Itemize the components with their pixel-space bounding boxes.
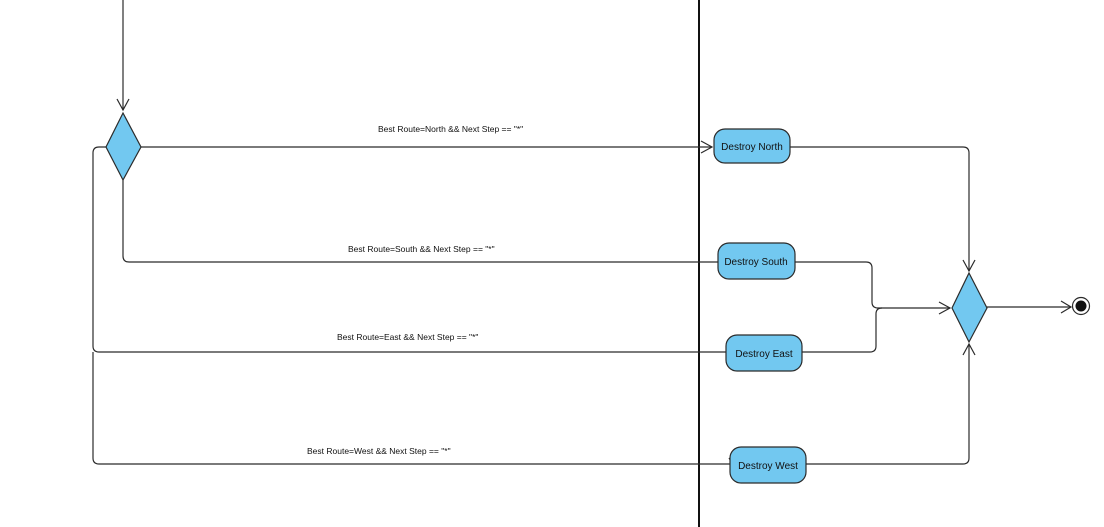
action-destroy-west-label: Destroy West	[738, 461, 798, 472]
incoming-flow-arrowhead	[116, 98, 130, 112]
action-destroy-north-label: Destroy North	[721, 142, 783, 153]
merge-flow-west	[806, 344, 970, 465]
flow-east	[92, 146, 726, 353]
merge-node	[951, 271, 988, 344]
flow-south	[122, 180, 718, 263]
merge-flow-east	[802, 307, 883, 353]
flow-north-arrowhead	[700, 140, 714, 154]
merge-flow-side-arrowhead	[938, 301, 952, 315]
action-destroy-north: Destroy North	[713, 128, 791, 164]
merge-flow-south	[795, 261, 950, 309]
action-destroy-east-label: Destroy East	[735, 349, 792, 360]
merge-flow-north	[790, 146, 970, 271]
action-destroy-south-label: Destroy South	[724, 257, 787, 268]
action-destroy-south: Destroy South	[717, 242, 796, 280]
guard-north: Best Route=North && Next Step == "*"	[378, 124, 523, 134]
guard-south: Best Route=South && Next Step == "*"	[348, 244, 495, 254]
flow-west	[92, 352, 730, 465]
action-destroy-west: Destroy West	[729, 446, 807, 484]
final-flow-arrowhead	[1060, 300, 1073, 314]
decision-node	[105, 111, 142, 182]
merge-flow-north-arrowhead	[962, 259, 976, 273]
final-node	[1071, 296, 1091, 316]
merge-flow-west-arrowhead	[962, 342, 976, 356]
action-destroy-east: Destroy East	[725, 334, 803, 372]
guard-east: Best Route=East && Next Step == "*"	[337, 332, 478, 342]
guard-west: Best Route=West && Next Step == "*"	[307, 446, 451, 456]
